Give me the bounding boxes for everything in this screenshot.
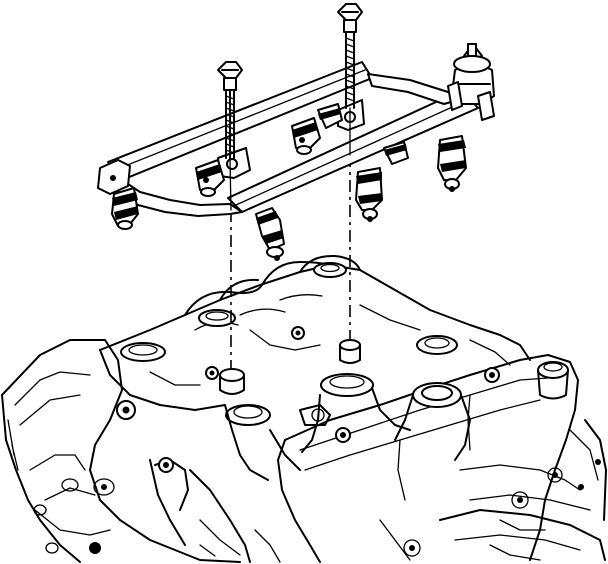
alignment-guides <box>230 155 351 368</box>
fuel-injector <box>195 159 225 197</box>
fuel-injector <box>437 135 467 192</box>
fuel-injector <box>255 207 285 261</box>
fuel-injector <box>355 167 383 222</box>
fuel-rail-bolt-right <box>337 3 363 109</box>
fuel-pressure-regulator <box>447 43 495 121</box>
fuel-injectors <box>111 103 467 261</box>
fuel-injector <box>383 141 409 165</box>
fuel-rail-bolt-left <box>217 61 243 161</box>
intake-manifold <box>99 254 531 481</box>
fuel-rail <box>97 43 495 217</box>
fuel-injector <box>317 103 343 129</box>
fuel-injector <box>111 187 139 230</box>
fuel-injector <box>291 117 321 155</box>
